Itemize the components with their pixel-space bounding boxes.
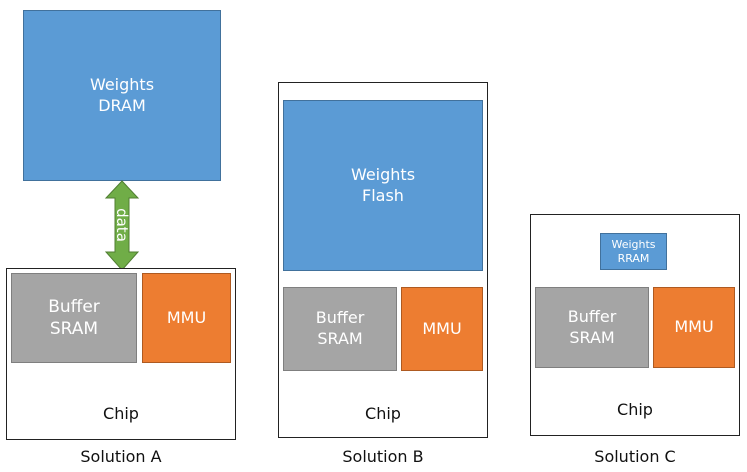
solution-c-caption: Solution C — [594, 447, 676, 466]
solution-c-weights-rram-block: Weights RRAM — [600, 233, 667, 270]
solution-b-caption: Solution B — [342, 447, 424, 466]
solution-c-mmu-block: MMU — [653, 287, 735, 368]
solution-b-chip-label: Chip — [365, 404, 401, 423]
solution-b-mmu-block: MMU — [401, 287, 483, 371]
solution-b-weights-flash-block: Weights Flash — [283, 100, 483, 271]
solution-a-caption: Solution A — [80, 447, 162, 466]
solution-a-mmu-block: MMU — [142, 273, 231, 363]
solution-b-buffer-sram-block: Buffer SRAM — [283, 287, 397, 371]
solution-a-buffer-sram-block: Buffer SRAM — [11, 273, 137, 363]
solution-c-chip-label: Chip — [617, 400, 653, 419]
solution-a-chip-label: Chip — [103, 404, 139, 423]
solution-a-weights-dram-block: Weights DRAM — [23, 10, 221, 181]
solution-c-buffer-sram-block: Buffer SRAM — [535, 287, 649, 368]
solution-a-data-arrow-label: data — [113, 208, 131, 242]
